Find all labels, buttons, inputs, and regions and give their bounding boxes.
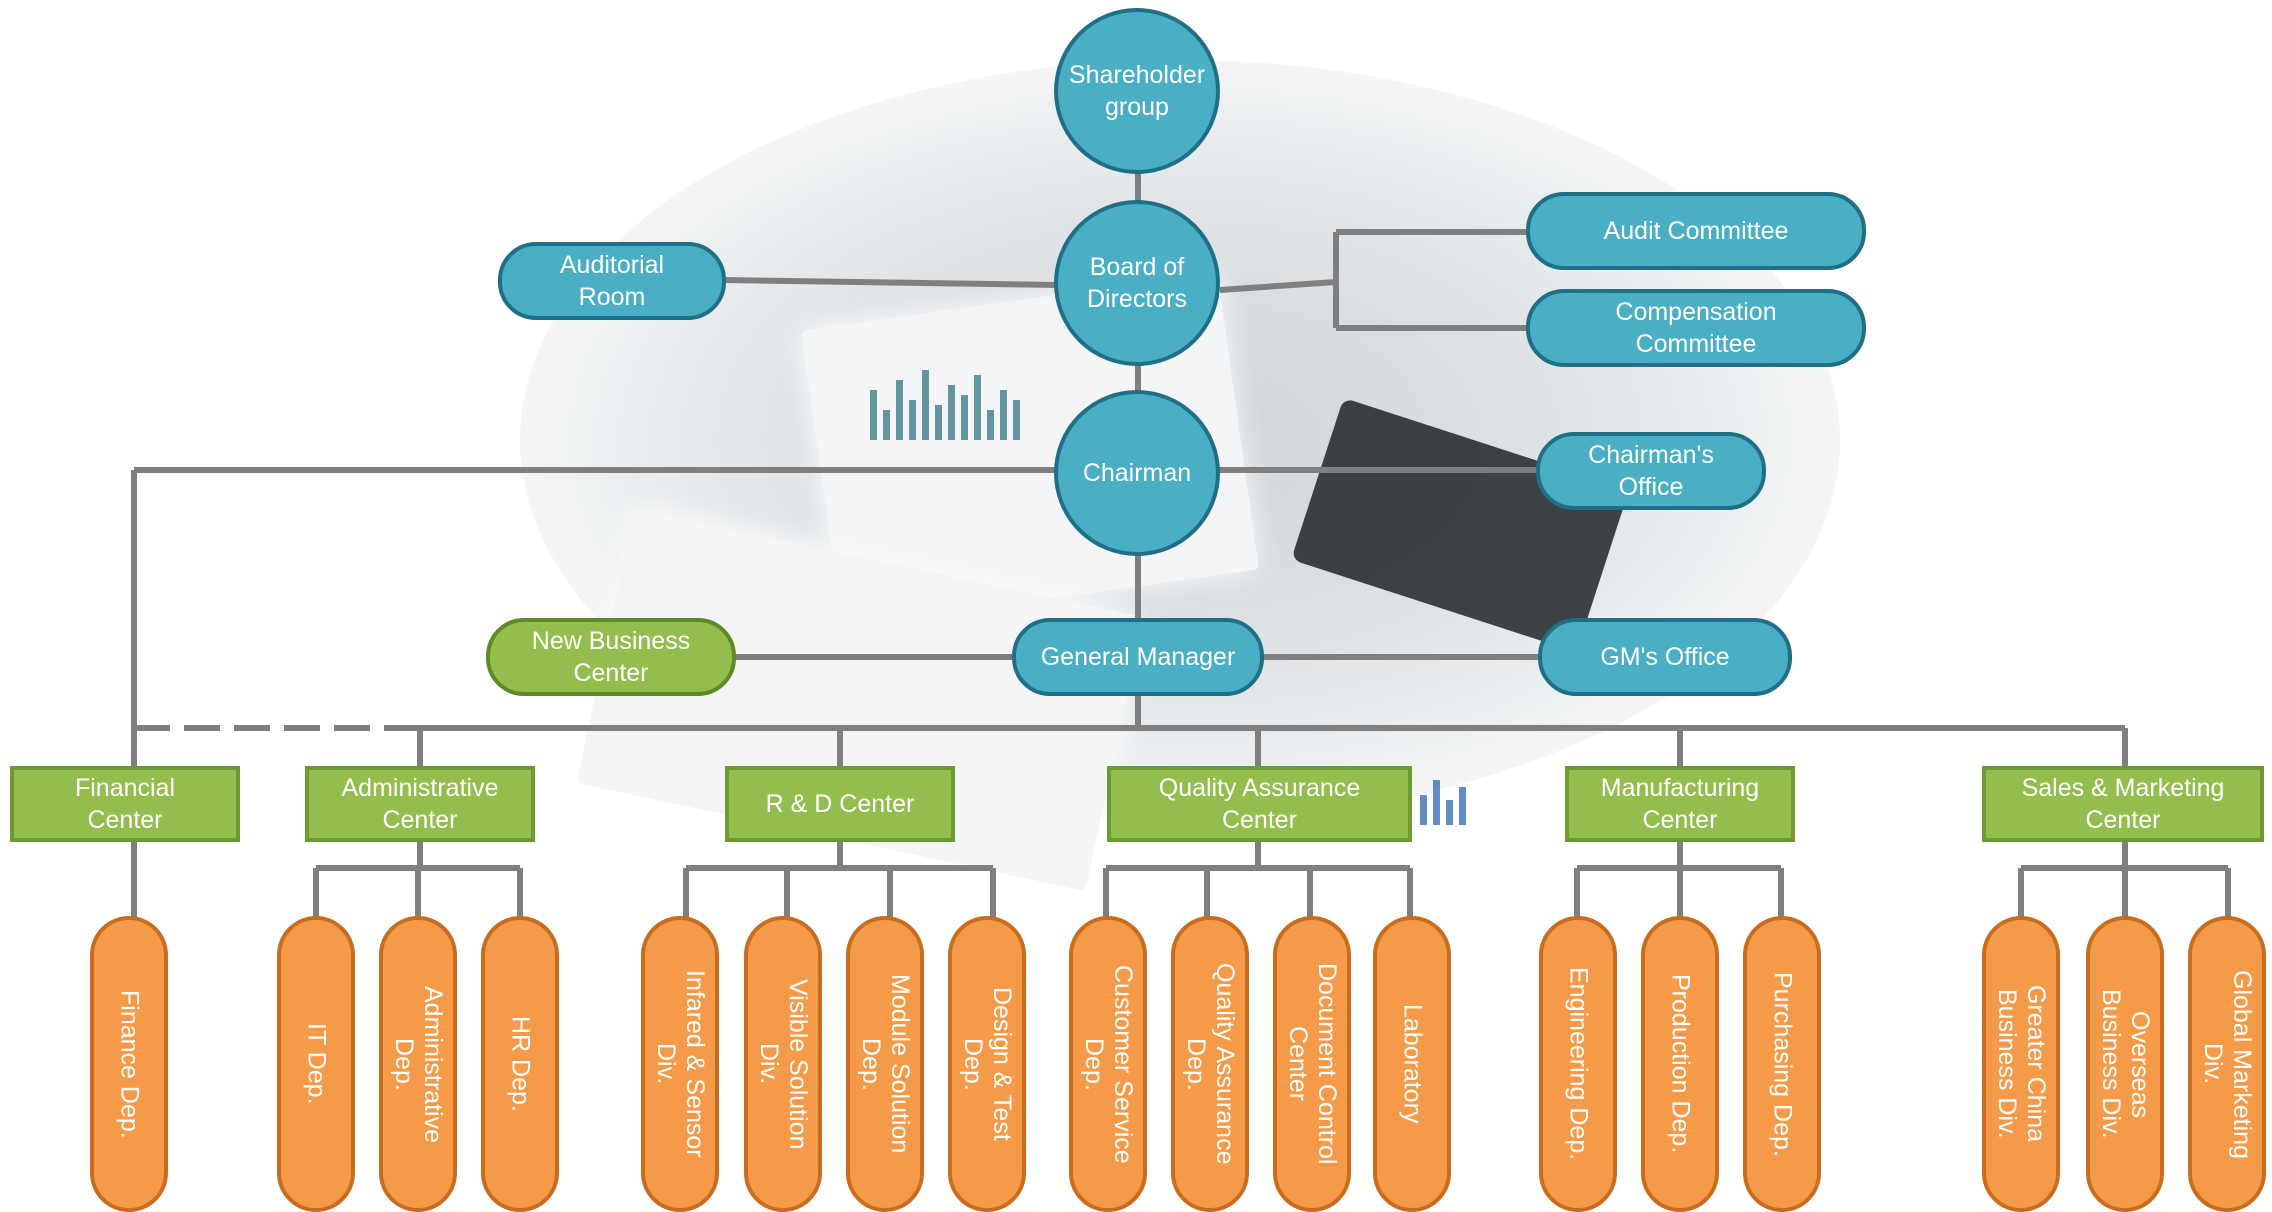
dept-customer-service: Customer Service Dep. <box>1069 916 1147 1212</box>
general-manager-node: General Manager <box>1012 618 1264 696</box>
dept-engineering: Engineering Dep. <box>1539 916 1617 1212</box>
audit-committee-node: Audit Committee <box>1526 192 1866 270</box>
center-administrative: Administrative Center <box>305 766 535 842</box>
dept-finance: Finance Dep. <box>90 916 168 1212</box>
dept-greater-china-business: Greater China Business Div. <box>1982 916 2060 1212</box>
center-sales-marketing: Sales & Marketing Center <box>1982 766 2264 842</box>
center-r-and-d: R & D Center <box>725 766 955 842</box>
dept-overseas-business: Overseas Business Div. <box>2086 916 2164 1212</box>
shareholder-group-node: Shareholder group <box>1054 8 1220 174</box>
dept-production: Production Dep. <box>1641 916 1719 1212</box>
dept-global-marketing: Global Marketing Div. <box>2188 916 2266 1212</box>
dept-hr: HR Dep. <box>481 916 559 1212</box>
center-manufacturing: Manufacturing Center <box>1565 766 1795 842</box>
dept-design-test: Design & Test Dep. <box>948 916 1026 1212</box>
dept-document-control: Document Control Center <box>1273 916 1351 1212</box>
dept-module-solution: Module Solution Dep. <box>846 916 924 1212</box>
gms-office-node: GM's Office <box>1538 618 1792 696</box>
dept-visible-solution: Visible Solution Div. <box>744 916 822 1212</box>
background-bar-figure <box>1420 780 1466 825</box>
auditorial-room-node: Auditorial Room <box>498 242 726 320</box>
chairman-node: Chairman <box>1054 390 1220 556</box>
background-bar-figure <box>870 370 1020 440</box>
new-business-center-node: New Business Center <box>486 618 736 696</box>
center-financial: Financial Center <box>10 766 240 842</box>
board-of-directors-node: Board of Directors <box>1054 200 1220 366</box>
dept-purchasing: Purchasing Dep. <box>1743 916 1821 1212</box>
dept-it: IT Dep. <box>277 916 355 1212</box>
dept-laboratory: Laboratory <box>1373 916 1451 1212</box>
center-quality-assurance: Quality Assurance Center <box>1107 766 1412 842</box>
chairmans-office-node: Chairman's Office <box>1536 432 1766 510</box>
compensation-committee-node: Compensation Committee <box>1526 289 1866 367</box>
dept-infared-sensor: Infared & Sensor Div. <box>641 916 719 1212</box>
dept-administrative: Administrative Dep. <box>379 916 457 1212</box>
dept-quality-assurance: Quality Assurance Dep. <box>1171 916 1249 1212</box>
